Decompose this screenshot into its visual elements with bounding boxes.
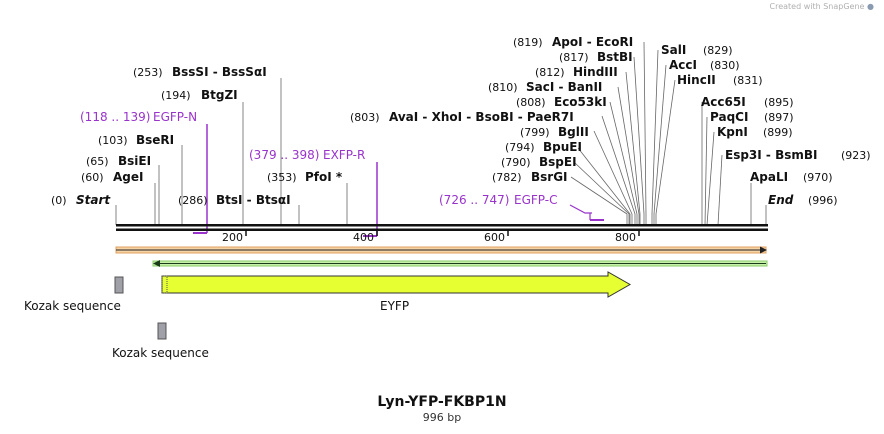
site-kpni[interactable]: KpnI	[717, 125, 748, 139]
primer-egfp-c-label[interactable]: EGFP-C	[514, 193, 557, 207]
site-acc65i-pos: (895)	[764, 96, 794, 109]
feature-kozak-1-label: Kozak sequence	[24, 299, 121, 313]
site-pfoi-pos: (353)	[267, 171, 297, 184]
primer-egfp-c-range: (726 .. 747)	[439, 193, 509, 207]
site-hincii[interactable]: HincII	[677, 73, 716, 87]
primer-egfp-c[interactable]	[569, 204, 604, 221]
site-btsi[interactable]: BtsI - BtsαI	[216, 193, 291, 207]
snapgene-logo-icon: ●	[867, 2, 874, 11]
primer-egfp-n-label[interactable]: EGFP-N	[153, 110, 197, 124]
label-start: Start	[76, 193, 111, 207]
site-bspei-pos: (790)	[501, 156, 531, 169]
site-agei[interactable]: AgeI	[113, 170, 143, 184]
site-acci-pos: (830)	[710, 59, 740, 72]
site-hincii-pos: (831)	[733, 74, 763, 87]
primer-exfp-r-label[interactable]: EXFP-R	[323, 148, 365, 162]
feature-reverse-bar[interactable]	[152, 260, 768, 267]
label-start-pos: (0)	[51, 194, 67, 207]
site-bseri[interactable]: BseRI	[136, 133, 174, 147]
leader-lines	[115, 41, 767, 226]
primer-egfp-n-range: (118 .. 139)	[80, 110, 150, 124]
site-bsrgi[interactable]: BsrGI	[531, 170, 568, 184]
primer-exfp-r[interactable]	[363, 162, 378, 237]
feature-eyfp[interactable]	[161, 271, 632, 298]
site-bsiei-pos: (65)	[86, 155, 109, 168]
site-acc65i[interactable]: Acc65I	[701, 95, 746, 109]
tick-label: 800	[615, 231, 636, 244]
site-bspei[interactable]: BspEI	[539, 155, 577, 169]
site-apali[interactable]: ApaLI	[750, 170, 788, 184]
construct-length: 996 bp	[422, 411, 462, 424]
label-end: End	[768, 193, 794, 207]
label-end-pos: (996)	[808, 194, 838, 207]
site-bglii[interactable]: BglII	[558, 125, 589, 139]
site-acci[interactable]: AccI	[669, 58, 697, 72]
site-eco53ki-pos: (808)	[516, 96, 546, 109]
site-apoi[interactable]: ApoI - EcoRI	[552, 35, 633, 49]
site-apali-pos: (970)	[803, 171, 833, 184]
site-btgzi-pos: (194)	[161, 89, 191, 102]
site-bsssi[interactable]: BssSI - BssSαI	[172, 65, 267, 79]
tick-label: 600	[484, 231, 505, 244]
primer-exfp-r-range: (379 .. 398)	[249, 148, 319, 162]
site-paqci-pos: (897)	[764, 111, 794, 124]
snapgene-credit: Created with SnapGene ●	[769, 2, 875, 11]
site-bsiei[interactable]: BsiEI	[118, 154, 151, 168]
site-hindiii-pos: (812)	[535, 66, 565, 79]
tick-label: 400	[353, 231, 374, 244]
site-bstbi[interactable]: BstBI	[597, 50, 633, 64]
site-eco53ki[interactable]: Eco53kI	[554, 95, 607, 109]
tick-label: 200	[222, 231, 243, 244]
site-esp3i[interactable]: Esp3I - BsmBI	[725, 148, 817, 162]
site-paqci[interactable]: PaqCI	[710, 110, 748, 124]
feature-kozak-2-label: Kozak sequence	[112, 346, 209, 360]
construct-title: Lyn-YFP-FKBP1N	[377, 394, 507, 410]
site-btsi-pos: (286)	[178, 194, 208, 207]
site-bstbi-pos: (817)	[559, 51, 589, 64]
feature-eyfp-label: EYFP	[380, 299, 409, 313]
site-agei-pos: (60)	[81, 171, 104, 184]
site-btgzi[interactable]: BtgZI	[201, 88, 238, 102]
axis-ticks: 200 400 600 800	[222, 229, 640, 244]
dna-backbone	[116, 224, 768, 231]
site-pfoi[interactable]: PfoI *	[305, 170, 343, 184]
site-kpni-pos: (899)	[763, 126, 793, 139]
site-bseri-pos: (103)	[98, 134, 128, 147]
site-bpuei-pos: (794)	[505, 141, 535, 154]
feature-kozak-1[interactable]	[114, 276, 124, 294]
site-apoi-pos: (819)	[513, 36, 543, 49]
primer-egfp-n[interactable]	[193, 124, 208, 234]
site-bglii-pos: (799)	[520, 126, 550, 139]
site-saci[interactable]: SacI - BanII	[526, 80, 602, 94]
site-bsssi-pos: (253)	[133, 66, 163, 79]
site-avai-pos: (803)	[350, 111, 380, 124]
site-avai[interactable]: AvaI - XhoI - BsoBI - PaeR7I	[389, 110, 574, 124]
site-saci-pos: (810)	[488, 81, 518, 94]
site-sali[interactable]: SalI	[661, 43, 686, 57]
site-hindiii[interactable]: HindIII	[573, 65, 618, 79]
site-esp3i-pos: (923)	[841, 149, 871, 162]
site-bpuei[interactable]: BpuEI	[543, 140, 582, 154]
site-bsrgi-pos: (782)	[492, 171, 522, 184]
feature-kozak-2[interactable]	[157, 322, 167, 340]
site-sali-pos: (829)	[703, 44, 733, 57]
feature-forward-bar[interactable]	[115, 246, 767, 254]
